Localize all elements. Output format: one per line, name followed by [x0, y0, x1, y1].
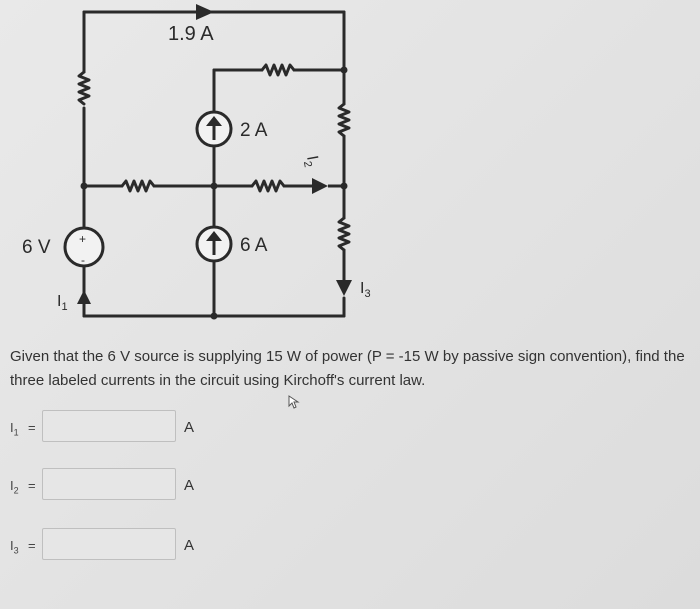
- answer-row-i1: I1 = A: [10, 410, 230, 446]
- current-arrow-top: [196, 4, 214, 20]
- node: [80, 182, 88, 190]
- label-i3: I3: [360, 280, 371, 300]
- unit-label-i1: A: [184, 419, 195, 436]
- source-2a-label: 2 A: [240, 120, 268, 141]
- source-6a-label: 6 A: [240, 235, 268, 256]
- voltage-source-6v: [63, 226, 105, 268]
- equals-sign: =: [28, 538, 36, 553]
- label-i2: I2: [300, 154, 322, 168]
- resistor-right-top: [337, 102, 351, 138]
- equals-sign: =: [28, 478, 36, 493]
- answer-row-i2: I2 = A: [10, 468, 230, 504]
- answer-input-i1[interactable]: [42, 410, 176, 442]
- plus-sign: +: [79, 232, 86, 246]
- voltage-source-label: 6 V: [22, 237, 51, 258]
- answer-label-i2: I2: [10, 478, 19, 496]
- current-arrow-i2: [312, 178, 328, 194]
- current-source-6a: [195, 225, 233, 263]
- resistor-left-top: [77, 70, 91, 106]
- current-arrow-i3: [336, 280, 352, 296]
- resistor-inner-top: [260, 63, 296, 77]
- circuit-diagram: 1.9 A 2 A 6 A 6 V + - I1 I2 I3: [22, 4, 371, 320]
- current-source-2a: [195, 110, 233, 148]
- node: [340, 182, 348, 190]
- node: [340, 66, 348, 74]
- current-arrow-i1: [77, 290, 91, 304]
- unit-label-i2: A: [184, 477, 195, 494]
- equals-sign: =: [28, 420, 36, 435]
- resistor-right-bottom: [337, 216, 351, 252]
- node: [210, 182, 218, 190]
- answer-label-i3: I3: [10, 538, 19, 556]
- node: [210, 312, 218, 320]
- answer-input-i3[interactable]: [42, 528, 176, 560]
- resistor-mid-left: [120, 179, 156, 193]
- top-current-label: 1.9 A: [168, 23, 214, 45]
- resistor-mid-right: [250, 179, 286, 193]
- unit-label-i3: A: [184, 537, 195, 554]
- answer-row-i3: I3 = A: [10, 528, 230, 564]
- problem-statement: Given that the 6 V source is supplying 1…: [10, 348, 685, 389]
- answer-input-i2[interactable]: [42, 468, 176, 500]
- minus-sign: -: [81, 253, 85, 267]
- answer-label-i1: I1: [10, 420, 19, 438]
- label-i1: I1: [57, 293, 68, 313]
